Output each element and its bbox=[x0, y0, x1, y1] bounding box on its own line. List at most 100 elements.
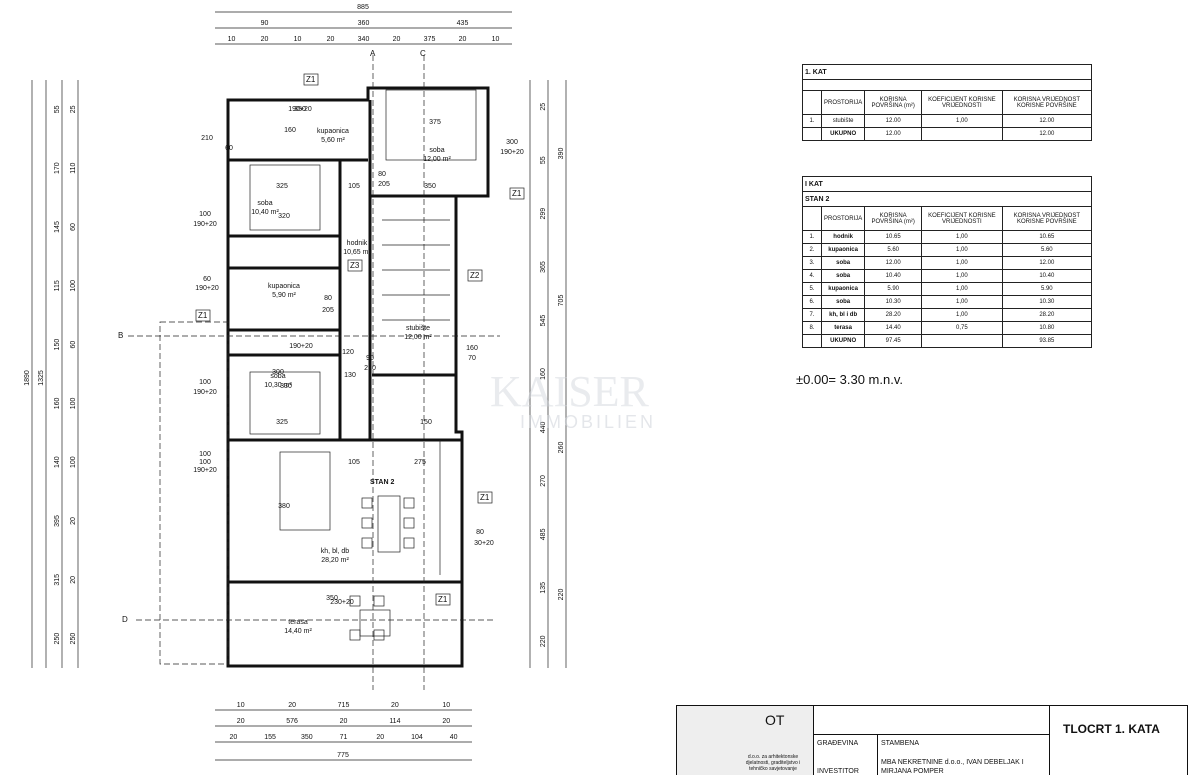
inner-dimension: 150 bbox=[420, 419, 432, 426]
inner-dimension: 60 bbox=[225, 145, 233, 152]
table-cell: 5.60 bbox=[864, 243, 923, 257]
dim-left: 100 bbox=[70, 456, 77, 468]
table-cell: 10.40 bbox=[864, 269, 923, 283]
section-mark-a: A bbox=[370, 49, 376, 58]
section-mark-c: C bbox=[420, 49, 426, 58]
dim-top: 20 bbox=[327, 36, 335, 43]
table-cell: soba bbox=[820, 269, 866, 283]
dim-bottom-total: 775 bbox=[337, 752, 349, 759]
inner-dimension: 190+20 bbox=[193, 221, 217, 228]
area-table-2: I KAT STAN 2 PROSTORIJA KORISNA POVRŠINA… bbox=[802, 176, 1093, 348]
dim-right: 299 bbox=[540, 208, 547, 220]
table-cell: 14.40 bbox=[864, 321, 923, 335]
room-name: soba bbox=[429, 147, 444, 154]
dim-left: 60 bbox=[70, 223, 77, 231]
table-cell: 3. bbox=[802, 256, 822, 270]
inner-dimension: 190+20 bbox=[289, 343, 313, 350]
watermark-line1: KAISER bbox=[490, 367, 650, 416]
table-total-row: UKUPNO 97.45 93.85 bbox=[802, 334, 1093, 348]
inner-dimension: 160 bbox=[466, 345, 478, 352]
inner-dimension: 205 bbox=[322, 307, 334, 314]
room-name: hodnik bbox=[347, 240, 368, 247]
office-description: d.o.o. za arhitektonske djelatnosti, gra… bbox=[745, 754, 801, 772]
inner-dimension: 375 bbox=[429, 119, 441, 126]
room-name: kh, bl, db bbox=[321, 548, 350, 555]
table-cell: 5. bbox=[802, 282, 822, 296]
inner-dimension: 100 bbox=[199, 459, 211, 466]
dim-top: 20 bbox=[261, 36, 269, 43]
dim-top: 360 bbox=[358, 20, 370, 27]
window-tag-box bbox=[435, 593, 451, 606]
inner-dimension: 325 bbox=[276, 419, 288, 426]
dim-left: 60 bbox=[70, 341, 77, 349]
table-cell: stubište bbox=[820, 114, 866, 128]
dim-top: 20 bbox=[393, 36, 401, 43]
level-note: ±0.00= 3.30 m.n.v. bbox=[796, 372, 903, 387]
dim-right: 390 bbox=[558, 148, 565, 160]
inner-dimension: 350 bbox=[326, 595, 338, 602]
table-cell: 4. bbox=[802, 269, 822, 283]
dim-left-a: 1325 bbox=[38, 370, 45, 386]
table-cell: 28.20 bbox=[1001, 308, 1093, 322]
inner-dimension: 230+20 bbox=[330, 599, 354, 606]
section-marks: B D A C bbox=[118, 49, 426, 624]
inner-dimension: 80 bbox=[324, 295, 332, 302]
dim-right: 160 bbox=[540, 368, 547, 380]
dim-left: 315 bbox=[54, 574, 61, 586]
room-name: kupaonica bbox=[268, 283, 300, 290]
table-cell: 12.00 bbox=[864, 127, 923, 141]
table-cell: 1,00 bbox=[921, 269, 1003, 283]
dim-top: 10 bbox=[228, 36, 236, 43]
table-cell: 1,00 bbox=[921, 295, 1003, 309]
table-cell: soba bbox=[820, 256, 866, 270]
inner-dimension: 190+20 bbox=[195, 285, 219, 292]
dim-bottom: 10 bbox=[237, 702, 245, 709]
inner-dimension: 80 bbox=[476, 529, 484, 536]
dim-bottom: 350 bbox=[301, 734, 313, 741]
dim-bottom: 20 bbox=[376, 734, 384, 741]
table-cell: 1,00 bbox=[921, 243, 1003, 257]
table-cell: 1. bbox=[802, 230, 822, 244]
dim-bottom: 71 bbox=[340, 734, 348, 741]
table1-title: 1. KAT bbox=[802, 64, 1092, 80]
value-building: STAMBENA bbox=[881, 740, 919, 747]
dim-bottom: 20 bbox=[442, 718, 450, 725]
table-cell bbox=[921, 127, 1003, 141]
window-tag: Z3 bbox=[350, 261, 360, 270]
table1-header: KORISNA POVRŠINA (m²) bbox=[864, 90, 923, 115]
table-cell: 5.60 bbox=[1001, 243, 1093, 257]
section-mark-d: D bbox=[122, 615, 128, 624]
room-name: stubište bbox=[406, 325, 430, 332]
window-tag: Z1 bbox=[512, 189, 522, 198]
dim-right: 365 bbox=[540, 261, 547, 273]
building-walls bbox=[128, 55, 500, 690]
table-cell: 6. bbox=[802, 295, 822, 309]
room-area: 10,40 m² bbox=[251, 209, 279, 216]
dim-right: 485 bbox=[540, 528, 547, 540]
table-cell: hodnik bbox=[820, 230, 866, 244]
window-tag-box bbox=[195, 309, 211, 322]
table-cell: 12.00 bbox=[1001, 256, 1093, 270]
section-mark-b: B bbox=[118, 331, 123, 340]
dim-left: 55 bbox=[54, 105, 61, 113]
dim-top: 20 bbox=[459, 36, 467, 43]
dim-bottom: 114 bbox=[389, 718, 400, 725]
room-area: 10,30 m² bbox=[264, 382, 292, 389]
dim-bottom: 20 bbox=[391, 702, 399, 709]
table-cell: 12.00 bbox=[1001, 127, 1093, 141]
dim-left: 145 bbox=[54, 221, 61, 233]
table-cell: 1,00 bbox=[921, 230, 1003, 244]
window-tag-box bbox=[477, 491, 493, 504]
table-cell: 1,00 bbox=[921, 282, 1003, 296]
window-tag-box bbox=[303, 73, 319, 86]
dim-right: 545 bbox=[540, 315, 547, 327]
room-area: 12,00 m² bbox=[423, 156, 451, 163]
inner-dimension: 60 bbox=[203, 276, 211, 283]
inner-dimension: 100 bbox=[199, 451, 211, 458]
left-dimensions: 1890 1325 55170145115150160140395315250 … bbox=[24, 80, 79, 668]
